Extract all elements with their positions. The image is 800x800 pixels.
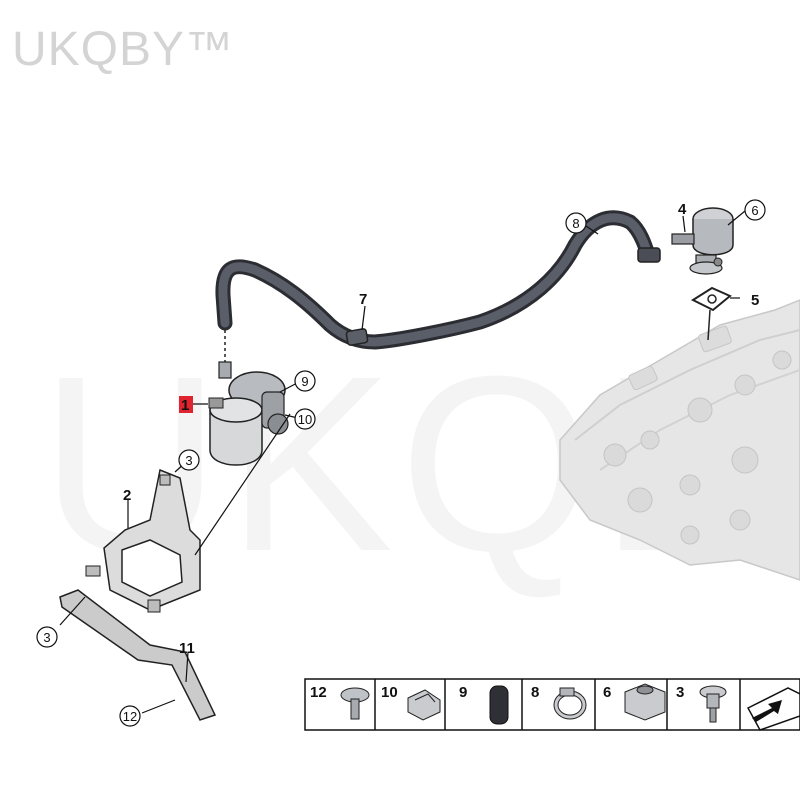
legend-cell-8: 8: [531, 684, 587, 720]
callout-support: 11: [179, 640, 195, 657]
callout-gasket: 5: [751, 292, 759, 309]
callout-nut-upper-circle: [178, 449, 200, 471]
spring-clip-icon: [407, 689, 441, 721]
legend-num-3: 3: [676, 684, 684, 701]
callout-nut-lower: 3: [43, 630, 50, 645]
callout-valve-nut-circle: [744, 199, 766, 221]
callout-hose-clamp: 8: [572, 216, 579, 231]
pump-highlight: [179, 396, 193, 413]
legend-cell-12: 12: [310, 684, 370, 720]
parts-legend: 12 10 9 8: [304, 678, 800, 731]
legend-cell-6: 6: [603, 683, 666, 721]
cylinder-head: [559, 299, 800, 581]
callout-clip: 10: [298, 412, 312, 427]
legend-num-10: 10: [381, 684, 398, 701]
callout-pump: 1: [181, 397, 189, 414]
callout-hose-clamp-circle: [565, 212, 587, 234]
air-pump: [208, 330, 289, 466]
legend-num-8: 8: [531, 684, 539, 701]
hose: [215, 210, 661, 350]
callout-nut-lower-circle: [36, 626, 58, 648]
support-bar: [59, 589, 217, 721]
legend-cell-3: 3: [676, 684, 727, 723]
flange-nut-icon: [624, 683, 666, 721]
callout-hose: 7: [359, 291, 367, 308]
hose-clamp-icon: [553, 687, 587, 720]
torx-screw-icon: [340, 687, 370, 720]
callout-valve: 4: [678, 201, 687, 218]
bracket: [85, 468, 201, 613]
callout-screw-circle: [119, 705, 141, 727]
arrow-sheet-icon: [746, 687, 800, 731]
legend-cell-10: 10: [381, 684, 441, 721]
shouldered-bolt-icon: [699, 685, 727, 723]
rubber-grommet-icon: [489, 685, 509, 725]
legend-cell-arrow: [746, 687, 800, 731]
legend-num-9: 9: [459, 684, 467, 701]
callout-nut-upper: 3: [185, 453, 192, 468]
legend-num-6: 6: [603, 684, 611, 701]
legend-num-12: 12: [310, 684, 327, 701]
callout-clip-circle: [294, 408, 316, 430]
callout-grommet-circle: [294, 370, 316, 392]
gasket-leader: [707, 309, 711, 341]
legend-cell-9: 9: [459, 684, 509, 725]
brand-watermark: UKQBY™: [12, 23, 235, 76]
callout-valve-nut: 6: [751, 203, 758, 218]
gasket: [690, 286, 732, 312]
valve: [671, 207, 734, 275]
callout-grommet: 9: [301, 374, 308, 389]
callout-bracket: 2: [123, 487, 131, 504]
leader-lines: [59, 210, 746, 714]
callout-screw: 12: [123, 709, 137, 724]
